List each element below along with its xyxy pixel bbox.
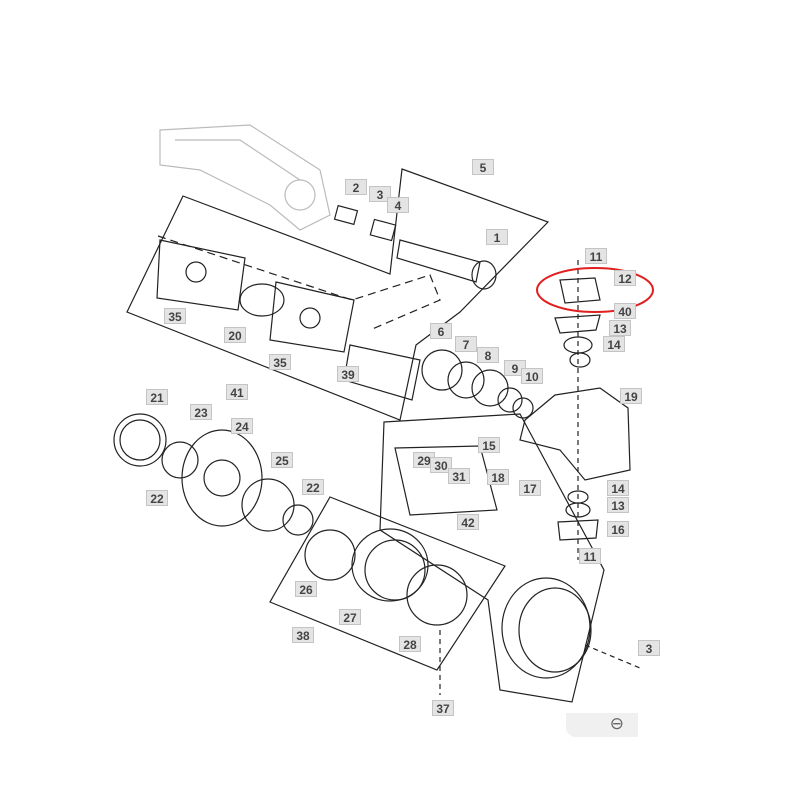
callout-part-39[interactable]: 39 [337,366,359,382]
callout-part-26[interactable]: 26 [295,581,317,597]
callout-part-19[interactable]: 19 [620,388,642,404]
callout-part-17[interactable]: 17 [519,480,541,496]
callout-part-4[interactable]: 4 [387,197,409,213]
callout-part-15[interactable]: 15 [478,437,500,453]
callout-part-7[interactable]: 7 [455,336,477,352]
highlight-ellipse [536,267,654,313]
callout-part-14[interactable]: 14 [603,336,625,352]
callout-part-20[interactable]: 20 [224,327,246,343]
callout-part-14[interactable]: 14 [607,480,629,496]
callout-part-29[interactable]: 29 [413,452,435,468]
callout-part-12[interactable]: 12 [614,270,636,286]
callout-part-22[interactable]: 22 [146,490,168,506]
hub-parts [113,413,314,536]
callout-part-13[interactable]: 13 [607,497,629,513]
callout-part-40[interactable]: 40 [614,303,636,319]
axle-housing-ghost [159,124,331,231]
callout-part-3[interactable]: 3 [369,186,391,202]
callout-part-21[interactable]: 21 [146,389,168,405]
steering-knuckle [519,260,631,560]
callout-part-11[interactable]: 11 [585,248,607,264]
callout-part-10[interactable]: 10 [521,368,543,384]
callout-part-13[interactable]: 13 [609,320,631,336]
callout-part-2[interactable]: 2 [345,179,367,195]
callout-part-11[interactable]: 11 [579,548,601,564]
callout-part-41[interactable]: 41 [226,384,248,400]
callout-part-35[interactable]: 35 [164,308,186,324]
callout-part-38[interactable]: 38 [292,627,314,643]
callout-part-16[interactable]: 16 [607,521,629,537]
callout-part-24[interactable]: 24 [231,418,253,434]
callout-part-23[interactable]: 23 [190,404,212,420]
callout-part-25[interactable]: 25 [271,452,293,468]
callout-part-22[interactable]: 22 [302,479,324,495]
callout-part-37[interactable]: 37 [432,700,454,716]
callout-part-3[interactable]: 3 [638,640,660,656]
callout-part-18[interactable]: 18 [487,469,509,485]
zoom-out-icon[interactable]: ⊖ [609,714,624,733]
planetary-frame [269,413,641,703]
callout-part-35[interactable]: 35 [269,354,291,370]
callout-part-6[interactable]: 6 [430,323,452,339]
callout-part-31[interactable]: 31 [448,468,470,484]
callout-part-5[interactable]: 5 [472,159,494,175]
callout-part-28[interactable]: 28 [399,636,421,652]
callout-part-27[interactable]: 27 [339,609,361,625]
callout-part-1[interactable]: 1 [486,229,508,245]
zoom-control[interactable]: ⊖ [566,713,638,737]
callout-part-8[interactable]: 8 [477,347,499,363]
callout-part-30[interactable]: 30 [430,457,452,473]
callout-part-42[interactable]: 42 [457,514,479,530]
driveshaft-frame [126,168,550,421]
